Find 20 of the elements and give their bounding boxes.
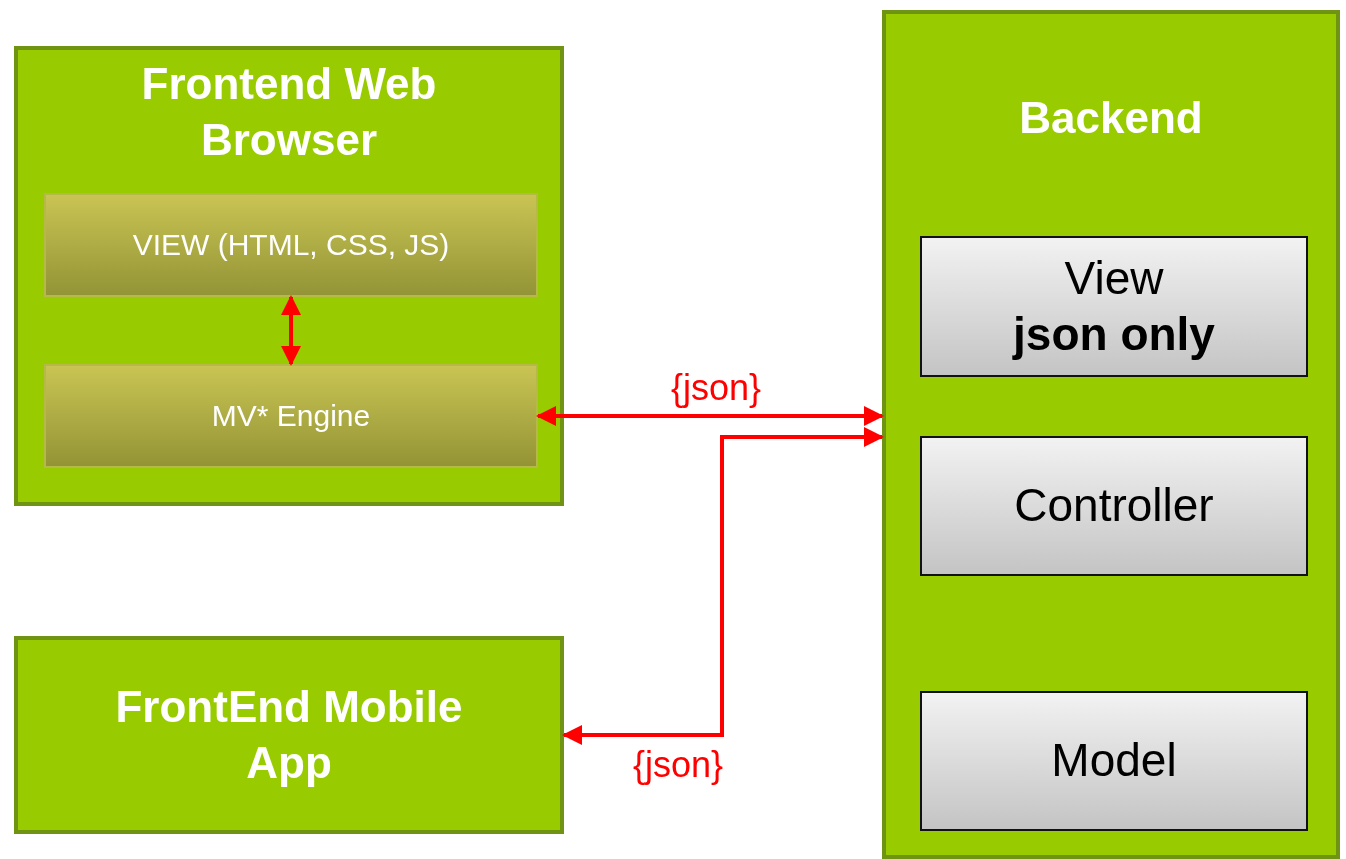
component-box: [44, 193, 538, 297]
box-label: json only: [1013, 306, 1215, 362]
box-title: Frontend Web Browser: [140, 58, 438, 166]
container-box: [882, 10, 1340, 859]
box-label: Model: [1051, 733, 1177, 789]
component-box: [920, 236, 1308, 377]
box-title: FrontEnd Mobile App: [114, 681, 464, 789]
box-label: View: [1064, 251, 1164, 307]
box-label: Controller: [1014, 478, 1214, 534]
component-box: [920, 436, 1308, 576]
arrow: [281, 295, 301, 366]
component-box: [920, 691, 1308, 831]
box-label: MV* Engine: [211, 398, 371, 434]
component-box: [44, 364, 538, 468]
box-title: Backend: [1018, 92, 1204, 144]
arrow: [562, 427, 884, 745]
container-box: [14, 636, 564, 834]
container-box: [14, 46, 564, 506]
arrow: [536, 406, 884, 426]
box-label: VIEW (HTML, CSS, JS): [132, 227, 450, 263]
